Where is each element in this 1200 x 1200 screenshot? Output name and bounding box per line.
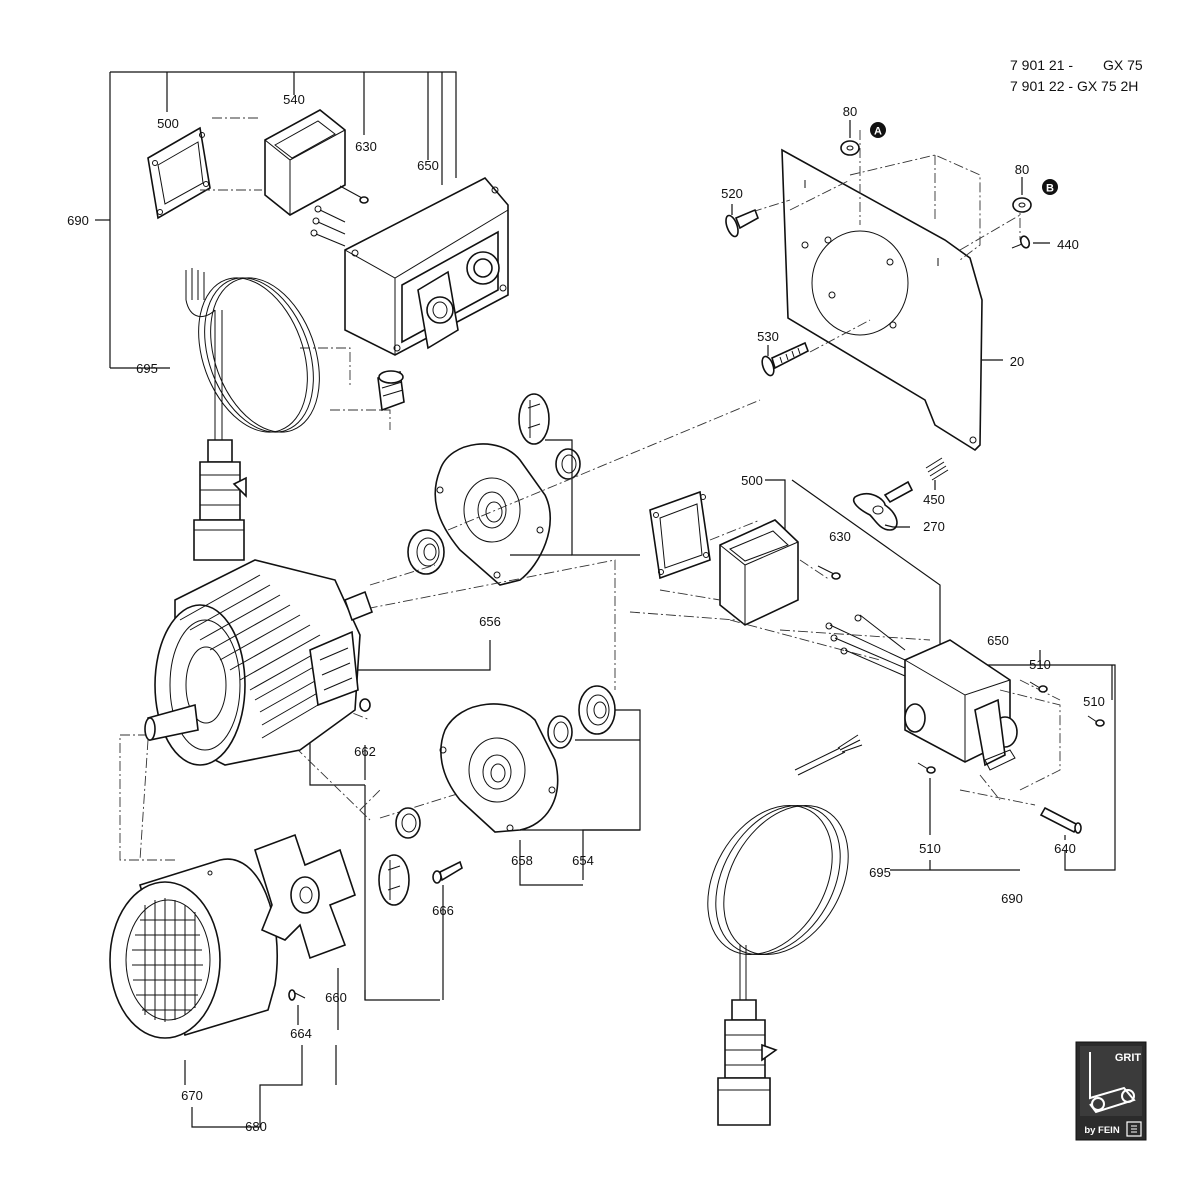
switch-650-right [904, 639, 1018, 771]
detail-callout-bottom [378, 854, 410, 906]
motor-stator [144, 559, 374, 766]
label-658: 658 [511, 853, 533, 868]
label-650-top: 650 [417, 158, 439, 173]
marker-b: B [1046, 183, 1054, 195]
model-name-1: GX 75 [1103, 57, 1143, 73]
terminal-box-right [719, 519, 799, 626]
fan-group [109, 833, 356, 1128]
label-520: 520 [721, 186, 743, 201]
washer-80-b [1012, 197, 1032, 213]
fan-660 [254, 833, 356, 960]
label-440: 440 [1057, 237, 1079, 252]
label-695-left: 695 [136, 361, 158, 376]
plug-right [717, 999, 778, 1126]
label-664: 664 [290, 1026, 312, 1041]
bearing-left [407, 529, 445, 575]
seal-ring-top [555, 448, 581, 480]
bearing-shield-656 [434, 443, 551, 586]
label-80-b: 80 [1015, 162, 1029, 177]
label-660: 660 [325, 990, 347, 1005]
label-666: 666 [432, 903, 454, 918]
label-695-right: 695 [869, 865, 891, 880]
label-540: 540 [283, 92, 305, 107]
label-630-top: 630 [355, 139, 377, 154]
model-code-1: 7 901 21 - [1010, 57, 1073, 73]
screw-640 [1039, 806, 1082, 840]
mounting-plate-group: A B [725, 120, 1058, 531]
label-450: 450 [923, 492, 945, 507]
screw-510-c [917, 762, 936, 835]
motor-group [119, 393, 641, 1001]
fein-mark-icon [1126, 1121, 1142, 1137]
label-662: 662 [354, 744, 376, 759]
fan-cover-670 [109, 858, 279, 1039]
switch-wires-right [825, 614, 906, 677]
screw-666 [432, 860, 463, 884]
plug-left [193, 439, 247, 561]
label-630-right: 630 [829, 529, 851, 544]
screw-440 [1011, 235, 1050, 249]
label-500-right: 500 [741, 473, 763, 488]
gasket-500-top [147, 126, 211, 220]
switch-wires-top [310, 205, 346, 247]
label-20: 20 [1010, 354, 1024, 369]
label-654: 654 [572, 853, 594, 868]
label-690-left: 690 [67, 213, 89, 228]
cable-gland-top [377, 370, 405, 412]
bearing-right [578, 685, 616, 735]
logo-text-bottom: by FEIN [1084, 1125, 1120, 1136]
model-line-2: 7 901 22 - GX 75 2H [1010, 78, 1138, 94]
marker-a: A [874, 126, 882, 138]
screw-520 [725, 204, 759, 238]
washer-80-a [840, 140, 860, 156]
top-switch-group [95, 71, 509, 561]
gasket-500-right [649, 490, 711, 580]
mounting-plate-20 [781, 148, 983, 452]
label-650-right: 650 [987, 633, 1009, 648]
belt-grinder-icon [1089, 1052, 1136, 1114]
screw-510-a [1029, 681, 1048, 693]
part-labels: 500 540 630 650 690 695 80 80 520 440 53… [67, 92, 1105, 1134]
cable-coil-695-left [185, 268, 320, 440]
label-80-a: 80 [843, 104, 857, 119]
grit-by-fein-logo: GRIT by FEIN [1075, 1041, 1147, 1141]
label-640: 640 [1054, 841, 1076, 856]
bearing-shield-658 [439, 703, 559, 833]
knob-270 [852, 480, 914, 531]
seal-ring-right [547, 715, 573, 749]
label-500-top: 500 [157, 116, 179, 131]
screw-664 [288, 989, 306, 1001]
logo-text-top: GRIT [1115, 1052, 1142, 1064]
detail-callout-top [518, 393, 550, 445]
label-510-c: 510 [919, 841, 941, 856]
right-switch-group [649, 479, 1116, 1126]
cable-coil-695-right [707, 734, 863, 1000]
marker-a-icon [870, 122, 886, 138]
label-270: 270 [923, 519, 945, 534]
switch-housing-650-top [344, 176, 509, 356]
spring-450 [925, 457, 949, 490]
screw-510-b [1087, 715, 1105, 727]
nut-662 [359, 698, 371, 712]
label-670: 670 [181, 1088, 203, 1103]
marker-b-icon [1042, 179, 1058, 195]
screw-530 [761, 341, 809, 377]
label-680: 680 [245, 1119, 267, 1134]
screw-630-top [339, 185, 369, 204]
label-530: 530 [757, 329, 779, 344]
screw-630-right [817, 565, 841, 580]
terminal-box-540 [264, 109, 346, 216]
seal-ring-bottom [395, 807, 421, 839]
label-690-right: 690 [1001, 891, 1023, 906]
label-510-b: 510 [1083, 694, 1105, 709]
label-510-a: 510 [1029, 657, 1051, 672]
label-656: 656 [479, 614, 501, 629]
